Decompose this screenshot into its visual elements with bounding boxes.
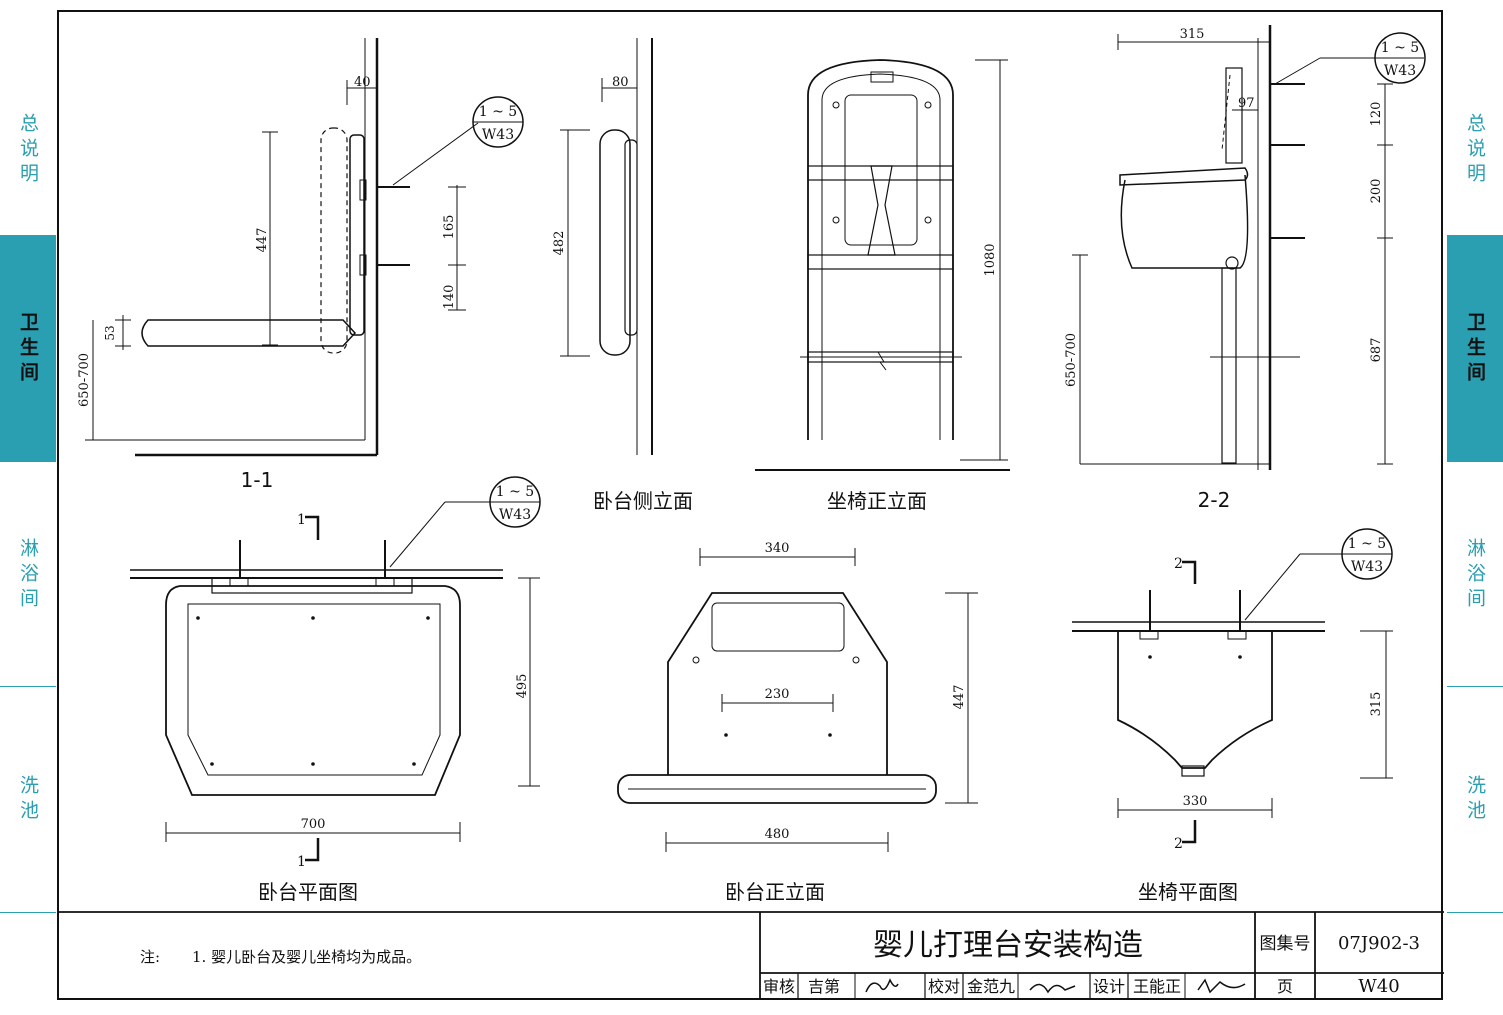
dim-230: 230 bbox=[765, 687, 790, 702]
label-section-1-1: 1-1 bbox=[241, 468, 274, 492]
seat-front-elevation-drawing bbox=[755, 59, 1010, 471]
seat-plan-drawing bbox=[1072, 560, 1393, 844]
dim-650-700-b: 650-700 bbox=[1064, 333, 1079, 387]
section-2-2-drawing bbox=[1072, 25, 1393, 470]
section-mark-1-top: 1 bbox=[297, 512, 306, 528]
side-tab-label: 淋浴间 bbox=[1464, 537, 1486, 613]
dim-120: 120 bbox=[1369, 102, 1384, 127]
side-tab-label: 洗池 bbox=[1464, 775, 1486, 825]
atlas-number: 07J902-3 bbox=[1338, 933, 1420, 954]
side-tab-label: 总说明 bbox=[17, 112, 39, 188]
label-section-2-2: 2-2 bbox=[1198, 488, 1231, 512]
design-label: 设计 bbox=[1093, 977, 1125, 996]
reviewer-name: 吉第 bbox=[808, 977, 840, 996]
ref-tag-1-bottom: W43 bbox=[482, 127, 514, 143]
reference-tag-1 bbox=[392, 96, 524, 186]
designer-name: 王能正 bbox=[1133, 977, 1181, 996]
side-tab-label: 淋浴间 bbox=[17, 537, 39, 613]
note-label: 注: bbox=[140, 948, 160, 966]
dim-480: 480 bbox=[765, 827, 790, 842]
label-side-elevation: 卧台侧立面 bbox=[593, 489, 693, 513]
ref-tag-4-bottom: W43 bbox=[1351, 559, 1383, 575]
dim-140: 140 bbox=[442, 285, 457, 310]
label-seat-front-elevation: 坐椅正立面 bbox=[827, 489, 927, 513]
ref-tag-3-top: 1 ~ 5 bbox=[1381, 40, 1419, 56]
side-tab-toilet-right[interactable]: 卫生间 bbox=[1447, 236, 1503, 462]
atlas-label: 图集号 bbox=[1260, 934, 1311, 954]
reference-tag-2 bbox=[389, 476, 541, 568]
review-label: 审核 bbox=[763, 977, 795, 996]
drawing-title: 婴儿打理台安装构造 bbox=[873, 928, 1143, 963]
dim-700: 700 bbox=[301, 817, 326, 832]
dim-447-b: 447 bbox=[952, 685, 967, 710]
changing-plan-drawing bbox=[130, 515, 540, 862]
dim-650-700-a: 650-700 bbox=[77, 353, 92, 407]
section-mark-2-top: 2 bbox=[1174, 556, 1183, 572]
side-tab-sink-right[interactable]: 洗池 bbox=[1447, 760, 1503, 840]
dim-340: 340 bbox=[765, 541, 790, 556]
side-tab-general-right[interactable]: 总说明 bbox=[1447, 70, 1503, 230]
dim-53: 53 bbox=[103, 325, 117, 340]
ref-tag-4-top: 1 ~ 5 bbox=[1348, 536, 1386, 552]
section-1-1-drawing bbox=[85, 38, 466, 457]
dim-200: 200 bbox=[1369, 179, 1384, 204]
dim-330: 330 bbox=[1183, 794, 1208, 809]
dim-447-a: 447 bbox=[255, 228, 270, 253]
dim-1080: 1080 bbox=[983, 243, 998, 276]
label-changing-plan: 卧台平面图 bbox=[258, 880, 358, 904]
checker-name: 金范九 bbox=[967, 977, 1015, 996]
dim-495: 495 bbox=[515, 674, 530, 699]
dim-80: 80 bbox=[612, 75, 629, 90]
side-elevation-drawing bbox=[560, 38, 653, 455]
dim-40: 40 bbox=[354, 75, 371, 90]
changing-front-drawing bbox=[617, 548, 978, 852]
signature-marks bbox=[865, 978, 1246, 994]
dim-482: 482 bbox=[552, 231, 567, 256]
ref-tag-3-bottom: W43 bbox=[1384, 63, 1416, 79]
reference-tag-3 bbox=[1274, 32, 1426, 85]
reference-tag-4 bbox=[1244, 528, 1393, 621]
side-tab-label: 卫生间 bbox=[17, 311, 39, 387]
section-mark-2-bottom: 2 bbox=[1174, 836, 1183, 852]
dim-315-b: 315 bbox=[1369, 692, 1384, 717]
dim-687: 687 bbox=[1369, 338, 1384, 363]
label-seat-plan: 坐椅平面图 bbox=[1138, 880, 1238, 904]
ref-tag-1-top: 1 ~ 5 bbox=[479, 104, 517, 120]
side-tab-label: 洗池 bbox=[17, 775, 39, 825]
dim-97: 97 bbox=[1238, 96, 1255, 111]
label-changing-front: 卧台正立面 bbox=[725, 880, 825, 904]
page-label: 页 bbox=[1277, 977, 1293, 996]
ref-tag-2-bottom: W43 bbox=[499, 507, 531, 523]
section-mark-1-bottom: 1 bbox=[297, 854, 306, 870]
dim-165: 165 bbox=[442, 215, 457, 240]
side-tab-shower-right[interactable]: 淋浴间 bbox=[1447, 520, 1503, 630]
side-tab-sink-left[interactable]: 洗池 bbox=[0, 760, 56, 840]
page-number: W40 bbox=[1358, 976, 1399, 997]
side-tab-general-left[interactable]: 总说明 bbox=[0, 70, 56, 230]
title-block-grid bbox=[59, 911, 1444, 998]
ref-tag-2-top: 1 ~ 5 bbox=[496, 484, 534, 500]
note-text: 1. 婴儿卧台及婴儿坐椅均为成品。 bbox=[192, 948, 421, 966]
side-tab-toilet-left[interactable]: 卫生间 bbox=[0, 236, 56, 462]
side-tab-label: 卫生间 bbox=[1464, 311, 1486, 387]
dim-315-a: 315 bbox=[1180, 27, 1205, 42]
side-tab-label: 总说明 bbox=[1464, 112, 1486, 188]
side-tab-shower-left[interactable]: 淋浴间 bbox=[0, 520, 56, 630]
drawing-frame bbox=[57, 10, 1443, 1000]
check-label: 校对 bbox=[928, 977, 960, 996]
